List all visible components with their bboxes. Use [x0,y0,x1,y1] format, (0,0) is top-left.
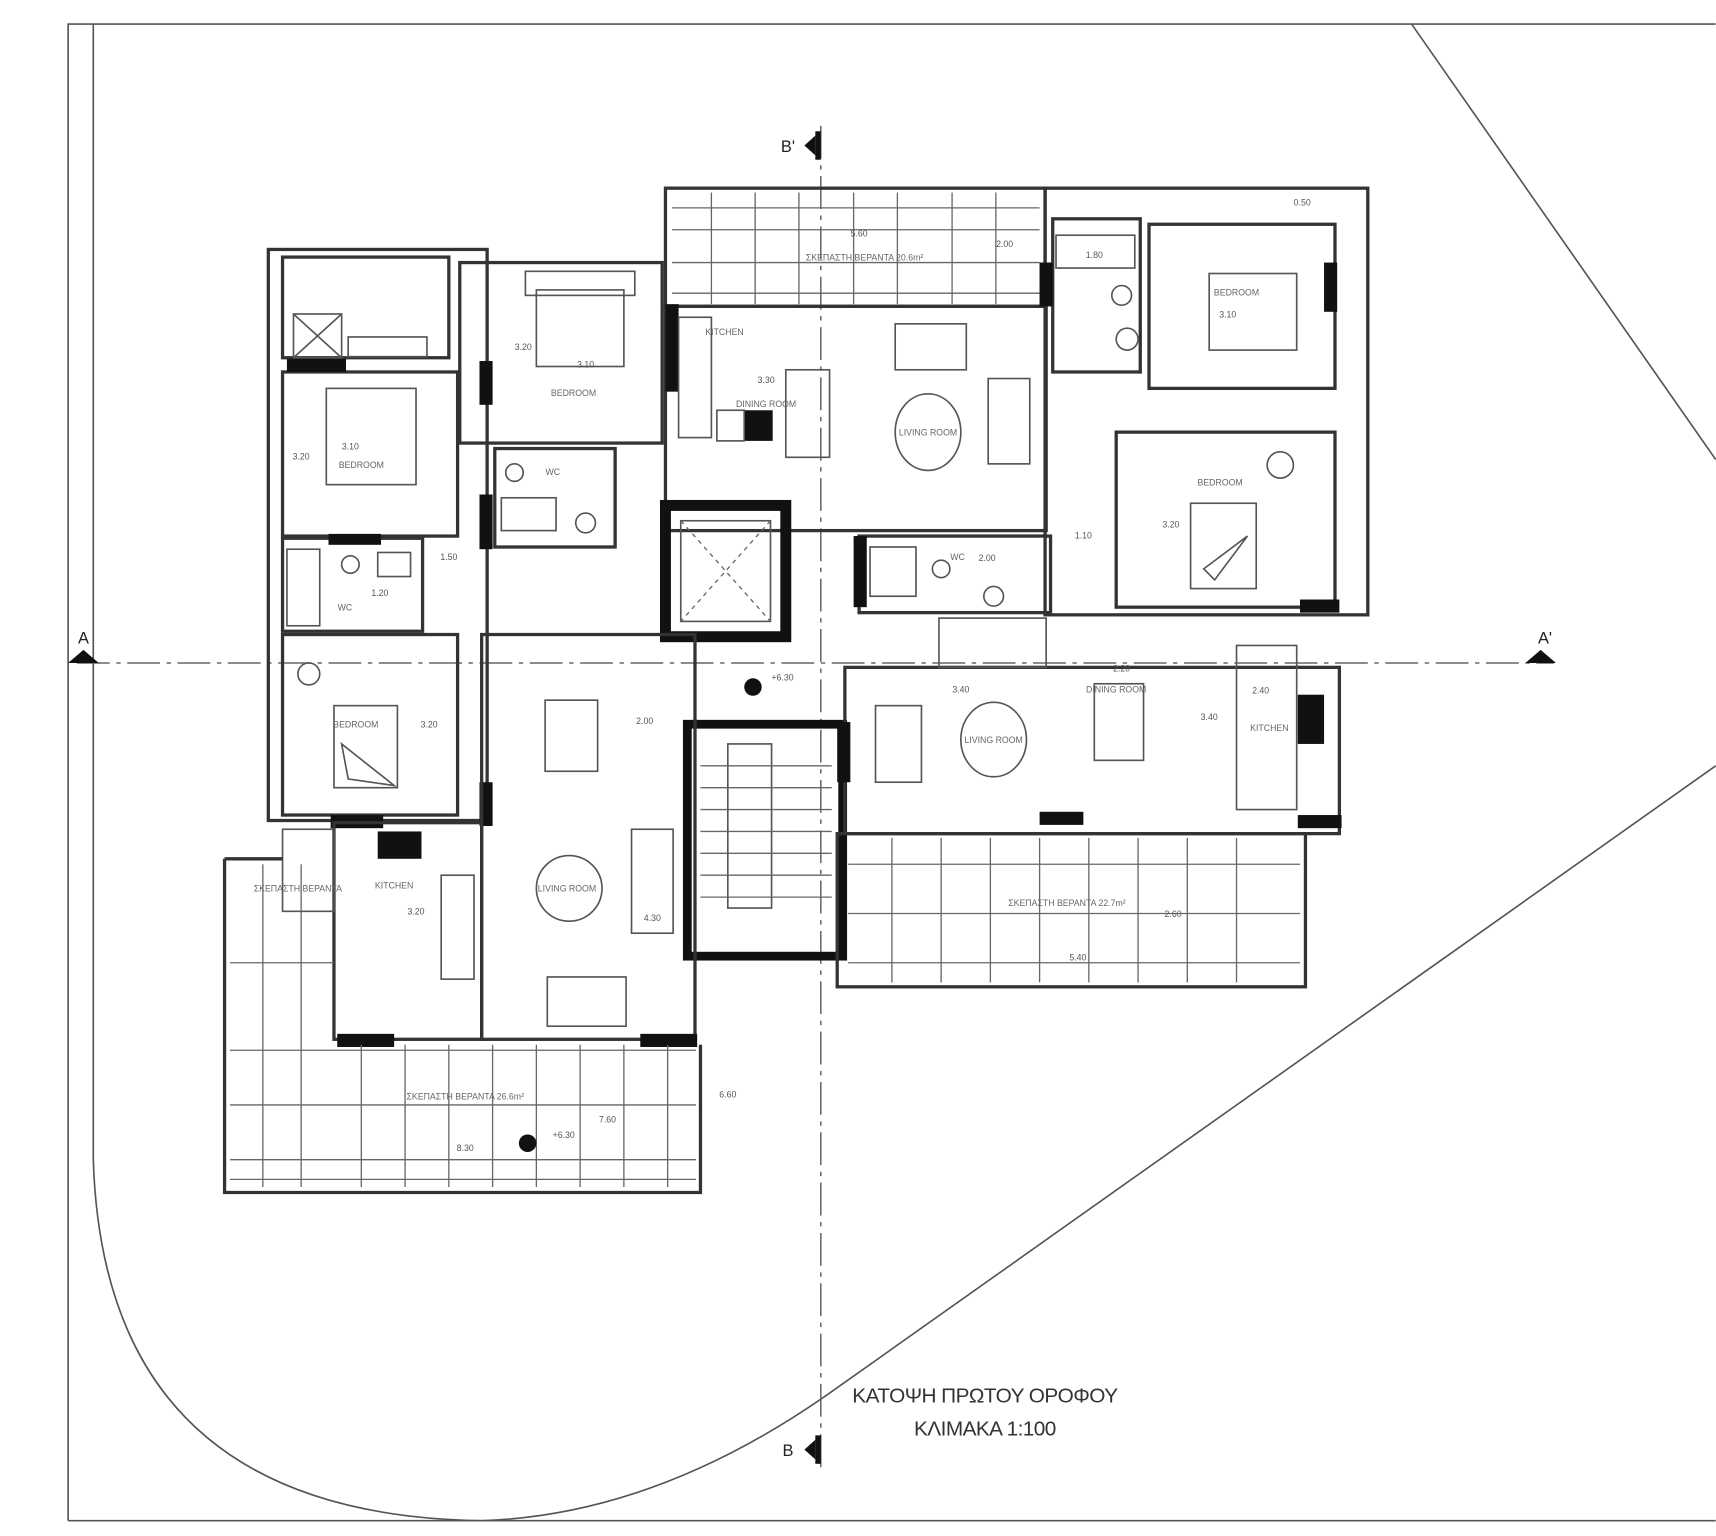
dimension-label: 7.60 [599,1114,616,1124]
level-label-1: +6.30 [771,672,793,682]
dimension-label: 3.20 [408,907,425,917]
dimension-label: 2.20 [1113,664,1130,674]
room-label-living-1: LIVING ROOM [899,427,957,437]
room-label-wc-3: WC [950,552,965,562]
section-marker-a-right: A' [1538,629,1552,647]
dimension-label: 0.50 [1294,198,1311,208]
veranda-left-label: ΣΚΕΠΑΣΤΗ ΒΕΡΑΝΤΑ 26.6m² [407,1091,525,1101]
room-label-dining-2: DINING ROOM [1086,685,1146,695]
room-label-bedroom-3: BEDROOM [551,388,596,398]
dimension-label: 5.60 [851,228,868,238]
dimension-label: 1.10 [1075,530,1092,540]
veranda-right [835,832,1308,989]
room-label-kitchen-1: KITCHEN [705,327,743,337]
room-label-dining-1: DINING ROOM [736,399,796,409]
drawing-title: ΚΑΤΟΨΗ ΠΡΩΤΟΥ ΟΡΟΦΟΥ [852,1385,1118,1408]
dimension-label: 1.80 [1086,250,1103,260]
section-line-b [804,125,822,1472]
staircase [682,678,848,961]
dimension-label: 3.20 [421,720,438,730]
room-label-storage: ΣΚΕΠΑΣΤΗ ΒΕΡΑΝΤΑ [254,884,342,894]
dimension-label: 4.30 [644,913,661,923]
veranda-right-label: ΣΚΕΠΑΣΤΗ ΒΕΡΑΝΤΑ 22.7m² [1008,898,1126,908]
dimension-label: 6.60 [719,1089,736,1099]
dimension-label: 3.10 [577,360,594,370]
room-label-kitchen-3: KITCHEN [375,880,413,890]
apartment-right-lower [837,617,1342,836]
room-label-wc-2: WC [545,467,560,477]
section-marker-b-bottom: B [783,1442,794,1460]
room-label-kitchen-2: KITCHEN [1250,723,1288,733]
dimension-label: 2.00 [996,239,1013,249]
dimension-label: 3.40 [952,685,969,695]
dimension-label: 2.60 [1165,909,1182,919]
dimension-label: 2.00 [979,553,996,563]
apartment-left-lower [281,632,698,1047]
dimension-label: 8.30 [457,1143,474,1153]
veranda-left [222,857,703,1195]
dimension-label: 2.40 [1252,686,1269,696]
room-label-wc-1: WC [338,602,353,612]
dimension-label: 2.00 [636,716,653,726]
bedroom-upper-center [458,260,664,549]
apartment-center-top [663,262,1053,533]
drawing-scale: ΚΛΙΜΑΚΑ 1:100 [914,1417,1056,1440]
lift-core [659,499,1053,643]
section-marker-a-left: A [78,629,89,647]
dimension-labels: 3.20 3.10 3.10 3.20 5.60 2.00 3.10 1.80 … [293,198,1311,1153]
room-label-bedroom-4: BEDROOM [1214,287,1259,297]
dimension-label: 3.20 [293,451,310,461]
dimension-label: 3.20 [1162,519,1179,529]
dimension-label: 5.40 [1069,953,1086,963]
room-label-bedroom-2: BEDROOM [333,720,378,730]
dimension-label: 1.50 [440,552,457,562]
dimension-label: 3.10 [1219,309,1236,319]
section-line-a [68,649,1556,664]
room-label-bedroom-1: BEDROOM [339,460,384,470]
dimension-label: 3.30 [758,375,775,385]
dimension-label: 3.10 [342,442,359,452]
site-boundary [67,23,1716,1522]
apartment-right-top [1039,186,1370,617]
veranda-top-label: ΣΚΕΠΑΣΤΗ ΒΕΡΑΝΤΑ 20.6m² [806,252,924,262]
section-marker-b-top: B' [781,138,795,156]
dimension-label: 1.20 [371,588,388,598]
room-label-bedroom-5: BEDROOM [1198,478,1243,488]
room-label-living-2: LIVING ROOM [964,735,1022,745]
dimension-label: 3.20 [515,342,532,352]
level-label-2: +6.30 [553,1130,575,1140]
room-label-living-3: LIVING ROOM [538,884,596,894]
dimension-label: 3.40 [1201,712,1218,722]
veranda-top [663,186,1047,308]
